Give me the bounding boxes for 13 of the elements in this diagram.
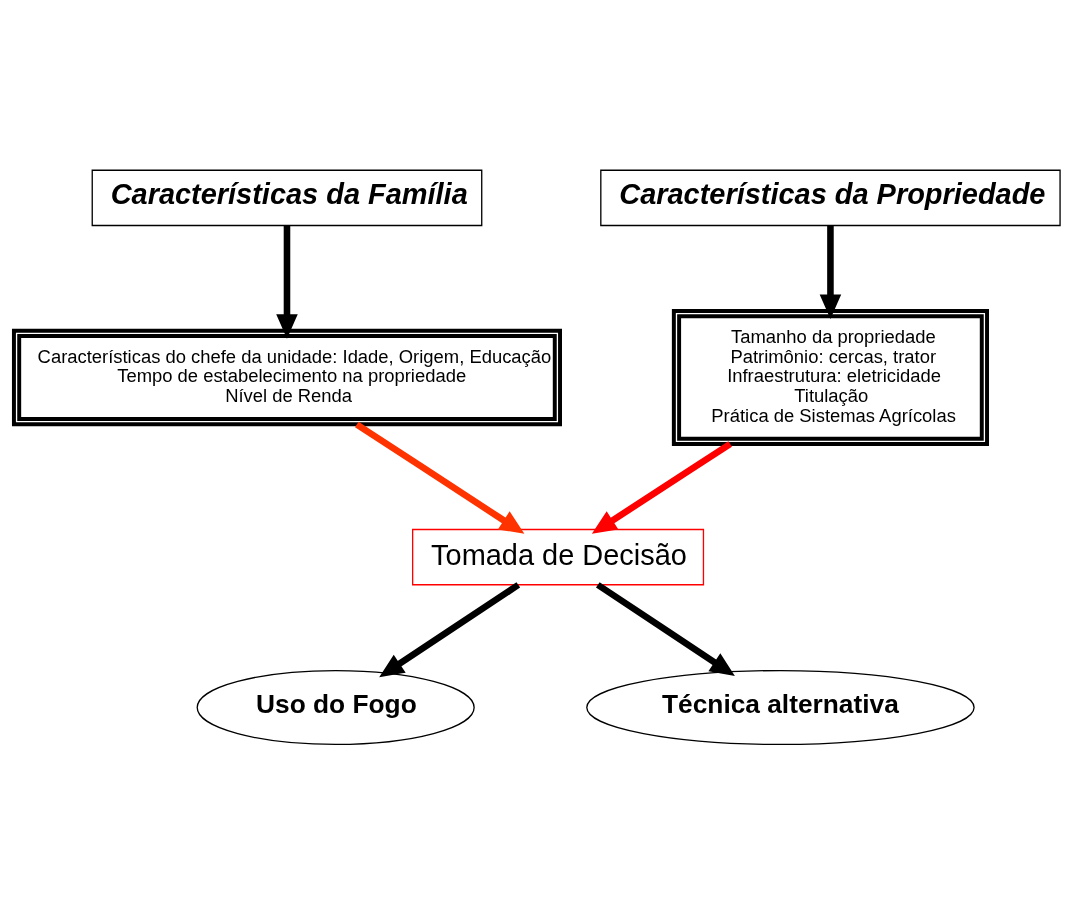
node-box: Características da Propriedade bbox=[600, 169, 1061, 227]
node-ellipse: Uso do Fogo bbox=[196, 669, 475, 746]
node-box: Características do chefe da unidade: Idade, Origem, Educação Tempo de estabelecimento na propriedade Nível de Renda bbox=[11, 328, 562, 427]
arrow bbox=[591, 441, 732, 534]
arrow bbox=[276, 225, 298, 339]
arrow bbox=[596, 582, 735, 676]
arrow bbox=[355, 421, 525, 534]
arrow bbox=[379, 582, 521, 678]
node-box: Características da Família bbox=[91, 169, 483, 227]
node-ellipse: Técnica alternativa bbox=[586, 669, 975, 746]
node-box: Tamanho da propriedade Patrimônio: cercas, trator Infraestrutura: eletricidade Titulação Prática de Sistemas Agrícolas bbox=[671, 309, 989, 446]
arrow bbox=[819, 225, 842, 320]
node-box: Tomada de Decisão bbox=[412, 528, 705, 586]
